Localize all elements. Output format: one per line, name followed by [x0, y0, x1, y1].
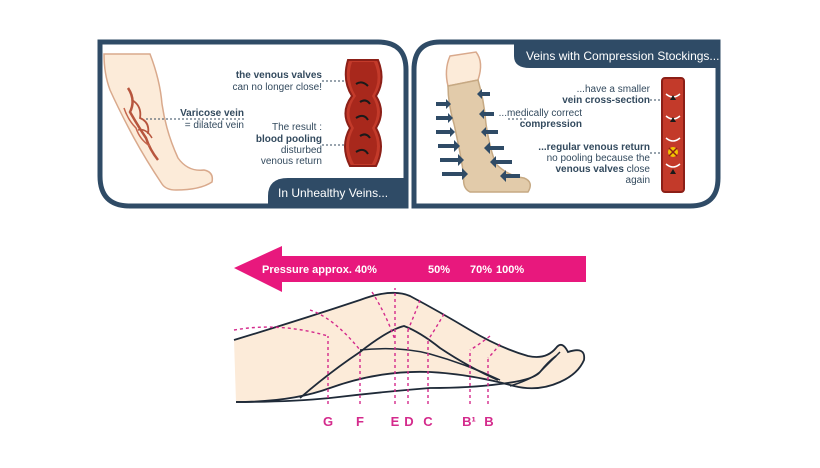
valves-label-1: the venous valves	[236, 70, 323, 81]
left-panel: In Unhealthy Veins... Varicose vein = di…	[97, 39, 409, 209]
regular-label-3-rest: close	[624, 164, 651, 175]
result-label-3: disturbed	[281, 145, 322, 156]
compression-label-1: ...medically correct	[499, 108, 583, 119]
arrow-icon	[500, 170, 520, 182]
varicose-label-1: Varicose vein	[180, 108, 244, 119]
right-panel-tab-label: Veins with Compression Stockings...	[526, 49, 719, 63]
marker-c: C	[423, 414, 433, 429]
back-leg-outline	[233, 291, 586, 403]
result-label-1: The result :	[272, 122, 322, 133]
healthy-vein-illustration	[661, 77, 685, 193]
smaller-label-2: vein cross-section	[562, 95, 650, 106]
regular-label-4: again	[626, 175, 650, 186]
result-label-2: blood pooling	[256, 134, 322, 145]
left-panel-tab-label: In Unhealthy Veins...	[278, 186, 388, 200]
arrow-icon	[436, 99, 451, 109]
right-panel-tab	[514, 42, 718, 68]
varicose-label-2: = dilated vein	[185, 120, 244, 131]
pressure-arrow: Pressure approx. 40% 50% 70% 100%	[234, 246, 586, 292]
arrow-icon	[477, 89, 490, 99]
knee-outline	[299, 325, 499, 399]
pressure-arrow-shape	[234, 246, 586, 292]
varicose-leg-illustration	[103, 53, 214, 191]
marker-b: B	[484, 414, 493, 429]
regular-label-1: ...regular venous return	[538, 142, 650, 153]
arrow-icon	[440, 154, 464, 166]
arrow-icon	[436, 127, 455, 137]
compression-label-2: compression	[520, 119, 582, 130]
arrow-icon	[484, 142, 504, 154]
thigh-contour	[359, 347, 501, 381]
pressure-70: 70%	[470, 264, 492, 276]
right-panel: Veins with Compression Stockings... ...h…	[411, 39, 721, 209]
compression-arrows	[436, 89, 520, 182]
result-label-4: venous return	[261, 156, 322, 167]
arrow-icon	[490, 156, 512, 168]
regular-label-3: venous valves close	[556, 164, 651, 175]
arrow-icon	[438, 140, 460, 152]
marker-g: G	[323, 414, 333, 429]
arrow-icon	[436, 113, 453, 123]
pressure-50: 50%	[428, 264, 450, 276]
regular-label-3-bold: venous valves	[556, 164, 625, 175]
foot-outline	[509, 351, 561, 387]
stocking-leg-illustration	[445, 51, 531, 193]
pressure-label: Pressure approx. 40%	[262, 264, 377, 276]
legs-diagram: G F E D C B¹ B	[233, 288, 586, 429]
marker-d: D	[404, 414, 413, 429]
arrow-icon	[442, 168, 468, 180]
up-arrow-icon	[670, 95, 676, 110]
arrow-icon	[481, 127, 498, 137]
left-panel-tab	[268, 178, 406, 206]
marker-b1: B¹	[462, 414, 476, 429]
measurement-lines	[233, 288, 501, 404]
marker-e: E	[391, 414, 400, 429]
arrow-icon	[479, 109, 494, 119]
check-x-icon	[668, 147, 678, 157]
up-arrow-icon	[670, 169, 676, 184]
smaller-label-1: ...have a smaller	[577, 84, 651, 95]
valves-label-2: can no longer close!	[232, 82, 322, 93]
dilated-vein-illustration	[344, 59, 383, 167]
marker-f: F	[356, 414, 364, 429]
pressure-100: 100%	[496, 264, 524, 276]
up-arrow-icon	[670, 117, 676, 132]
regular-label-2: no pooling because the	[547, 153, 651, 164]
